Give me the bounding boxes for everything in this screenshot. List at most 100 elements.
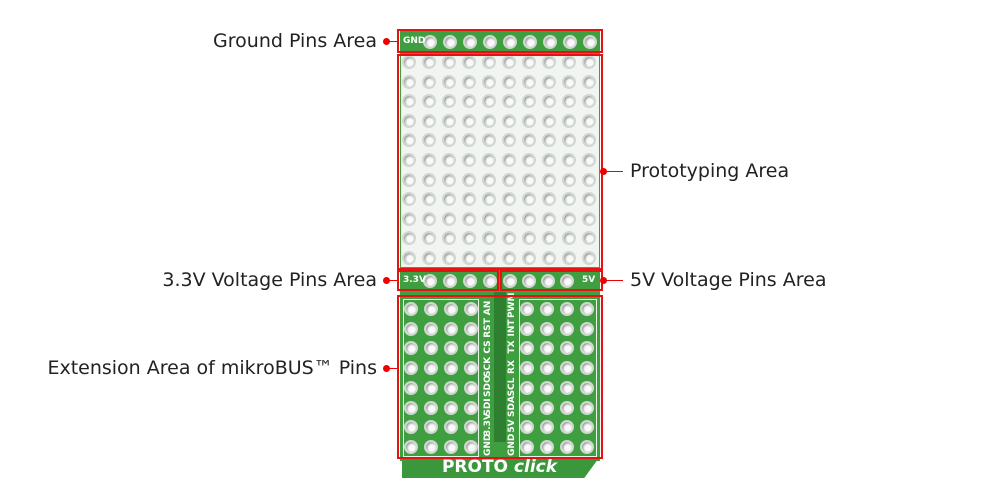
proto-hole (402, 172, 416, 187)
title-click: click (513, 457, 558, 477)
extension-hole (464, 361, 478, 376)
v5-pin-hole (503, 274, 517, 288)
board-title: PROTO click (402, 457, 597, 477)
extension-hole (444, 302, 458, 316)
extension-hole (424, 361, 438, 376)
proto-hole (422, 153, 436, 167)
proto-hole (462, 94, 476, 109)
extension-hole (404, 400, 418, 415)
proto-hole (482, 113, 496, 128)
proto-hole (442, 251, 456, 265)
extension-hole (424, 400, 438, 415)
extension-hole (444, 380, 458, 395)
extension-hole (464, 302, 478, 316)
proto-hole (442, 55, 456, 69)
proto-hole (582, 113, 596, 128)
proto-hole (582, 74, 596, 89)
extension-hole (580, 400, 594, 415)
proto-hole (442, 153, 456, 167)
extension-area-box (397, 295, 603, 459)
v5-area-box (500, 270, 603, 291)
proto-hole (542, 74, 556, 89)
proto-hole (542, 55, 556, 69)
proto-hole (462, 133, 476, 148)
extension-hole (580, 341, 594, 356)
v33-pin-hole (483, 274, 497, 288)
proto-hole (482, 94, 496, 109)
extension-hole (424, 439, 438, 454)
proto-hole (502, 74, 516, 89)
extension-hole (520, 321, 534, 336)
proto-hole (482, 231, 496, 246)
proto-hole (402, 153, 416, 167)
extension-line (386, 368, 397, 369)
proto-hole (502, 55, 516, 69)
extension-hole (520, 380, 534, 395)
v5-pin-hole (541, 274, 555, 288)
extension-hole (424, 420, 438, 435)
ground-pin-hole (423, 35, 437, 49)
extension-hole (540, 420, 554, 435)
ground-pin-hole (583, 35, 597, 49)
ground-callout: Ground Pins Area (213, 30, 377, 52)
v33-area-box (397, 270, 499, 291)
proto-hole (502, 231, 516, 246)
proto-hole (582, 55, 596, 69)
proto-hole (402, 192, 416, 207)
extension-hole (560, 380, 574, 395)
v5-pin-hole (522, 274, 536, 288)
proto-hole (562, 94, 576, 109)
proto-hole (562, 192, 576, 207)
proto-hole (462, 211, 476, 226)
proto-hole (442, 231, 456, 246)
extension-hole (560, 439, 574, 454)
extension-hole (444, 400, 458, 415)
prototyping-callout: Prototyping Area (630, 160, 790, 182)
proto-hole (522, 74, 536, 89)
proto-hole (522, 113, 536, 128)
v33-line (386, 280, 397, 281)
ground-line (386, 41, 397, 42)
pcb-board-bottom (402, 457, 598, 478)
ground-pin-hole (563, 35, 577, 49)
extension-hole (560, 302, 574, 316)
proto-hole (582, 153, 596, 167)
extension-hole (580, 420, 594, 435)
extension-hole (404, 341, 418, 356)
proto-hole (442, 172, 456, 187)
proto-hole (502, 94, 516, 109)
proto-hole (422, 192, 436, 207)
proto-hole (562, 211, 576, 226)
proto-hole (422, 133, 436, 148)
proto-hole (402, 55, 416, 69)
proto-hole (462, 55, 476, 69)
extension-hole (560, 341, 574, 356)
proto-hole (562, 55, 576, 69)
proto-hole (402, 211, 416, 226)
extension-hole (520, 439, 534, 454)
extension-hole (540, 439, 554, 454)
extension-hole (424, 380, 438, 395)
proto-hole (562, 251, 576, 265)
extension-hole (580, 321, 594, 336)
proto-hole (422, 211, 436, 226)
proto-hole (462, 251, 476, 265)
proto-hole (462, 192, 476, 207)
proto-hole (562, 74, 576, 89)
left-pins-frame (403, 299, 479, 457)
proto-hole (422, 74, 436, 89)
proto-hole (402, 231, 416, 246)
proto-hole (402, 113, 416, 128)
proto-hole (442, 192, 456, 207)
proto-hole (562, 133, 576, 148)
v5-pin-hole (560, 274, 574, 288)
proto-hole (402, 94, 416, 109)
proto-hole (442, 211, 456, 226)
extension-hole (404, 321, 418, 336)
proto-hole (502, 153, 516, 167)
title-proto: PROTO (441, 457, 508, 477)
proto-hole (422, 251, 436, 265)
ground-pin-hole (483, 35, 497, 49)
proto-hole (522, 192, 536, 207)
extension-hole (404, 439, 418, 454)
